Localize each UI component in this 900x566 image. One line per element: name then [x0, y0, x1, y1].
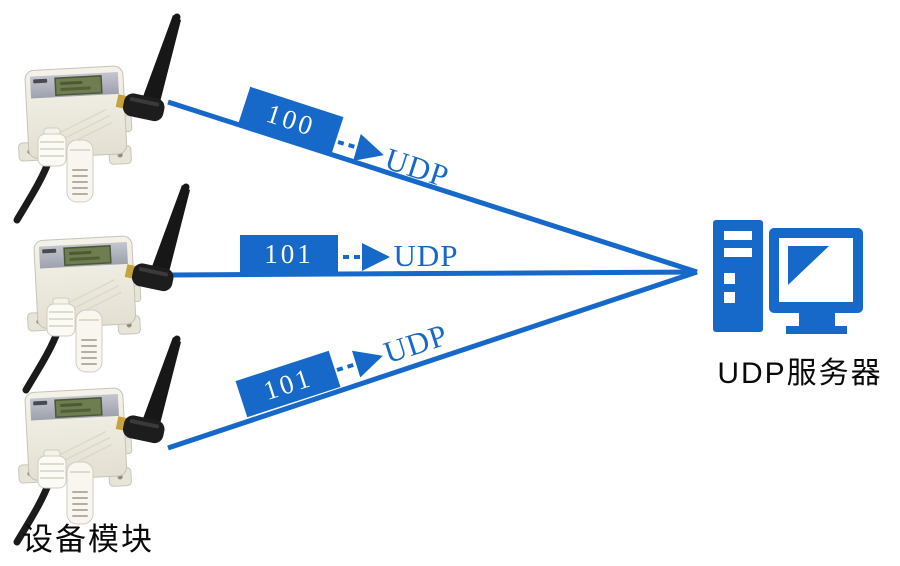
- udp-server-icon: [713, 220, 863, 334]
- packet-id-label-2: 101: [240, 235, 338, 273]
- udp-flow-arrow-3-icon: [336, 350, 383, 378]
- devices-caption: 设备模块: [22, 522, 154, 557]
- udp-protocol-label-2: UDP: [393, 238, 459, 273]
- connection-line-1: [167, 99, 698, 275]
- connection-line-2: [169, 269, 698, 278]
- device-module-1: [15, 14, 181, 221]
- connection-lines: [167, 99, 698, 451]
- server-caption: UDP服务器: [717, 357, 883, 390]
- udp-flow-arrows: [336, 133, 390, 378]
- connection-line-3: [167, 269, 698, 451]
- udp-flow-arrow-1-icon: [337, 133, 384, 161]
